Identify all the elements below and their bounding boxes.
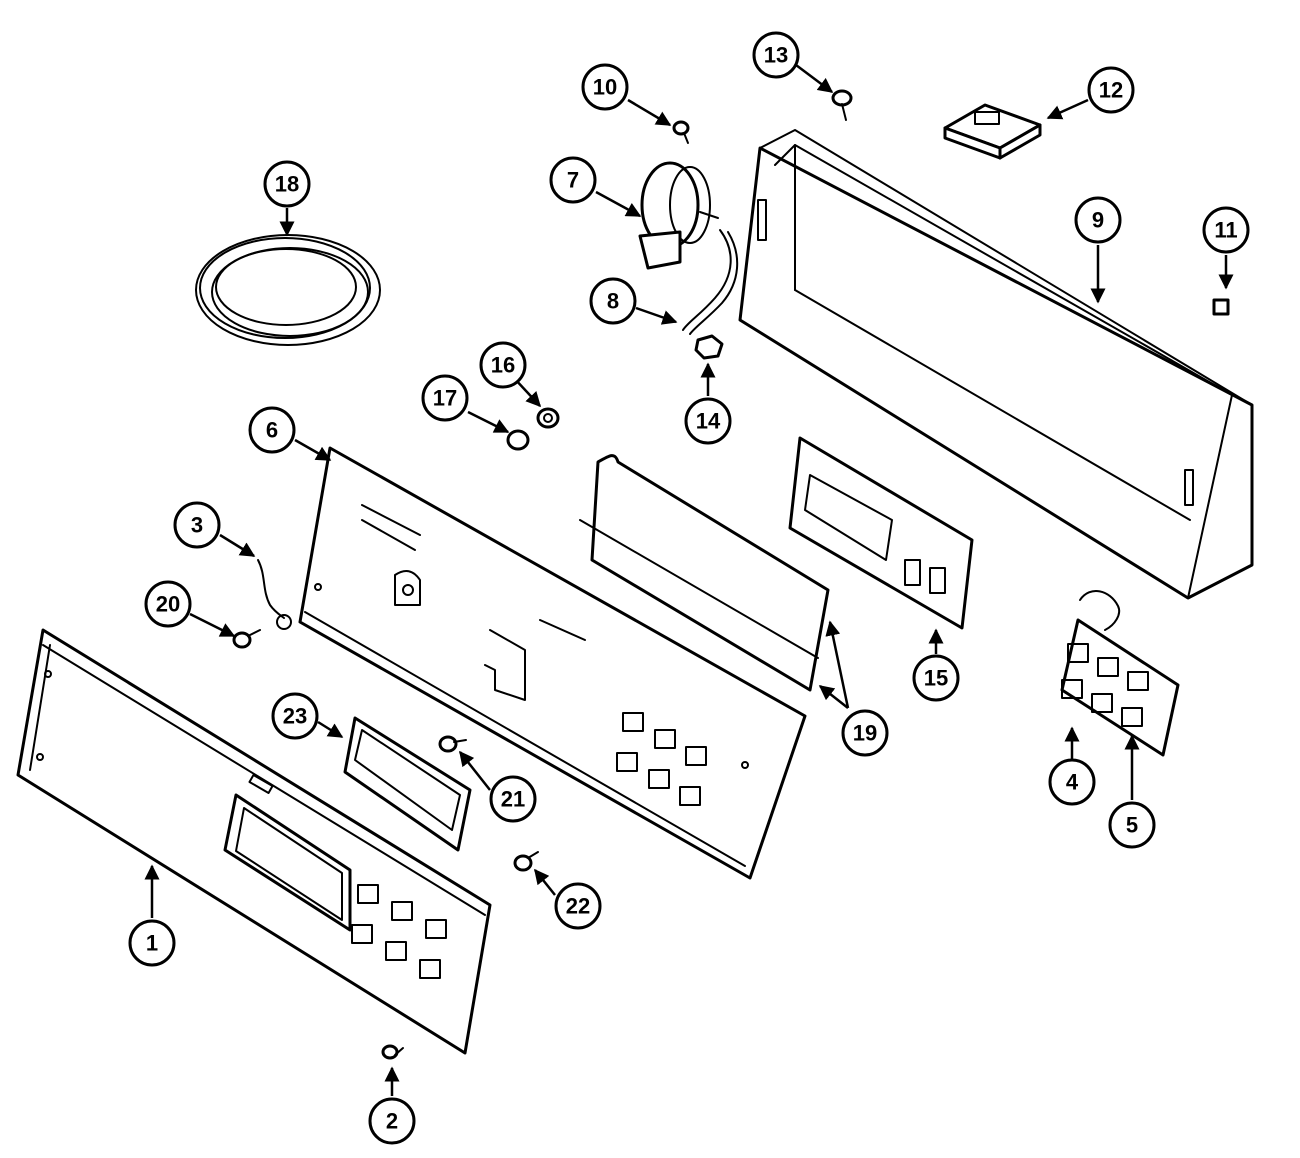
svg-text:3: 3 xyxy=(191,513,203,538)
part-9-console-housing xyxy=(738,129,1254,600)
callout-13: 13 xyxy=(752,31,800,79)
part-2-screw xyxy=(381,1044,404,1060)
svg-text:7: 7 xyxy=(567,168,579,193)
svg-text:8: 8 xyxy=(607,289,619,314)
svg-text:16: 16 xyxy=(491,353,515,378)
svg-text:23: 23 xyxy=(283,704,307,729)
part-23-display-window xyxy=(343,716,472,852)
svg-text:12: 12 xyxy=(1099,78,1123,103)
svg-text:6: 6 xyxy=(266,418,278,443)
callout-3: 3 xyxy=(173,501,221,549)
svg-text:13: 13 xyxy=(764,43,788,68)
svg-text:19: 19 xyxy=(853,721,877,746)
callout-17: 17 xyxy=(421,374,469,422)
callout-22: 22 xyxy=(554,882,602,930)
callout-9: 9 xyxy=(1074,196,1122,244)
svg-text:4: 4 xyxy=(1066,770,1079,795)
svg-text:1: 1 xyxy=(146,931,158,956)
leader-lines xyxy=(144,64,1234,1096)
callout-14: 14 xyxy=(684,397,732,445)
part-15-control-board xyxy=(788,436,974,630)
callout-6: 6 xyxy=(248,406,296,454)
svg-text:17: 17 xyxy=(433,386,457,411)
callout-19: 19 xyxy=(841,709,889,757)
part-20-screw xyxy=(232,629,261,649)
svg-text:10: 10 xyxy=(593,75,617,100)
part-17-spacer xyxy=(506,429,530,451)
svg-text:21: 21 xyxy=(501,787,525,812)
svg-text:18: 18 xyxy=(275,172,299,197)
part-5-key xyxy=(1121,707,1143,727)
part-3-ground-wire xyxy=(257,559,292,630)
callout-15: 15 xyxy=(912,654,960,702)
callout-10: 10 xyxy=(581,63,629,111)
callout-7: 7 xyxy=(549,156,597,204)
callout-12: 12 xyxy=(1087,66,1135,114)
svg-text:14: 14 xyxy=(696,409,721,434)
svg-text:15: 15 xyxy=(924,666,948,691)
svg-text:22: 22 xyxy=(566,894,590,919)
part-11-clip xyxy=(1212,298,1230,316)
callout-8: 8 xyxy=(589,277,637,325)
part-14-nut xyxy=(694,334,724,360)
svg-text:9: 9 xyxy=(1092,208,1104,233)
part-12-filter xyxy=(943,103,1042,160)
callout-4: 4 xyxy=(1048,758,1096,806)
callout-2: 2 xyxy=(368,1097,416,1145)
callout-11: 11 xyxy=(1202,206,1250,254)
callout-1: 1 xyxy=(128,919,176,967)
part-6-inner-panel xyxy=(298,446,807,880)
callout-5: 5 xyxy=(1108,801,1156,849)
part-13-screw xyxy=(831,89,853,121)
part-1-control-panel xyxy=(16,628,492,1055)
part-21-screw xyxy=(438,735,467,753)
part-8-hose xyxy=(682,229,739,335)
svg-text:20: 20 xyxy=(156,592,180,617)
part-7-pressure-switch xyxy=(638,161,719,270)
callout-23: 23 xyxy=(271,692,319,740)
part-16-washer xyxy=(536,407,560,429)
svg-text:11: 11 xyxy=(1214,218,1237,243)
part-22-screw xyxy=(513,851,539,872)
callout-18: 18 xyxy=(263,160,311,208)
callout-21: 21 xyxy=(489,775,537,823)
part-10-screw xyxy=(672,120,690,144)
part-18-wire-harness xyxy=(195,234,381,346)
callout-20: 20 xyxy=(144,580,192,628)
part-4-keypad-board xyxy=(1060,590,1180,757)
part-19-overlay xyxy=(579,454,830,692)
svg-text:2: 2 xyxy=(386,1109,398,1134)
callout-16: 16 xyxy=(479,341,527,389)
svg-text:5: 5 xyxy=(1126,813,1138,838)
